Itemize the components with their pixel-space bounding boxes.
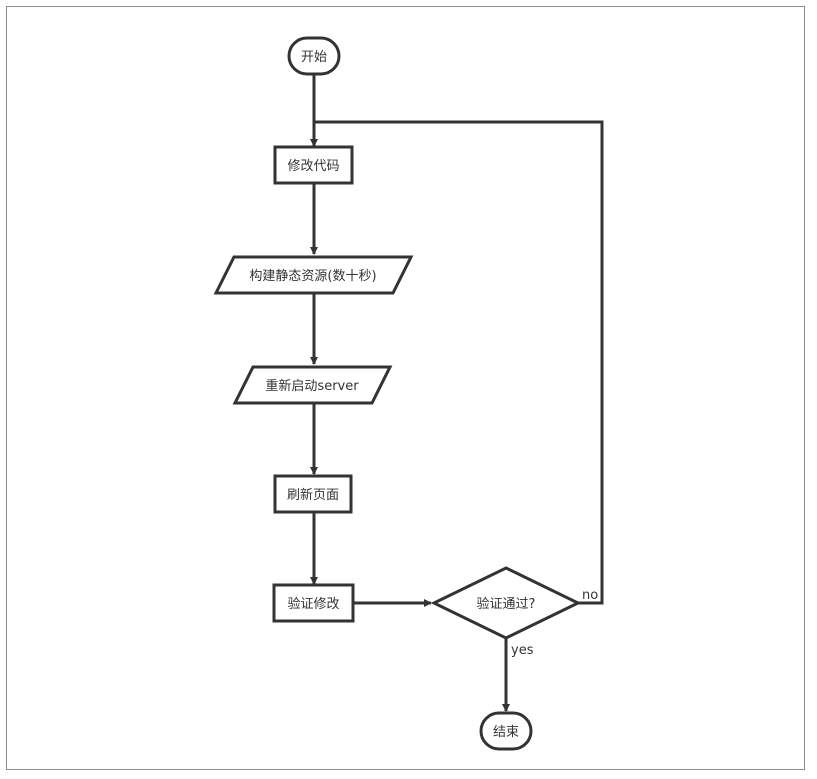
start-node: 开始 — [287, 36, 341, 76]
start-label: 开始 — [301, 50, 327, 65]
verify-change-label: 验证修改 — [287, 596, 339, 612]
verify-change-process-shape — [272, 583, 355, 623]
restart-server-node: 重新启动server — [232, 365, 393, 405]
no-edge-label: no — [582, 588, 598, 603]
refresh-page-label: 刷新页面 — [287, 487, 339, 503]
end-label: 结束 — [493, 725, 519, 740]
yes-edge-label: yes — [511, 643, 534, 658]
modify-code-process-shape — [273, 145, 354, 185]
modify-code-node: 修改代码 — [273, 145, 354, 185]
verify-change-node: 验证修改 — [272, 583, 355, 623]
restart-server-io-shape — [232, 365, 393, 405]
verify-passed-decision-shape — [430, 566, 582, 640]
edge-decision-no-loop — [314, 120, 604, 605]
diagram-frame — [6, 6, 805, 770]
start-terminator-shape — [287, 36, 341, 76]
build-assets-label: 构建静态资源(数十秒) — [249, 269, 376, 284]
restart-server-label: 重新启动server — [265, 378, 359, 394]
build-assets-io-shape — [213, 255, 414, 295]
verify-passed-decision-node: 验证通过? — [430, 566, 582, 640]
end-terminator-shape — [479, 711, 533, 751]
refresh-page-process-shape — [273, 474, 353, 514]
build-assets-node: 构建静态资源(数十秒) — [213, 255, 414, 295]
edges — [310, 74, 604, 712]
refresh-page-node: 刷新页面 — [273, 474, 353, 514]
modify-code-label: 修改代码 — [287, 159, 339, 174]
end-node: 结束 — [479, 711, 533, 751]
verify-passed-label: 验证通过? — [477, 596, 536, 612]
